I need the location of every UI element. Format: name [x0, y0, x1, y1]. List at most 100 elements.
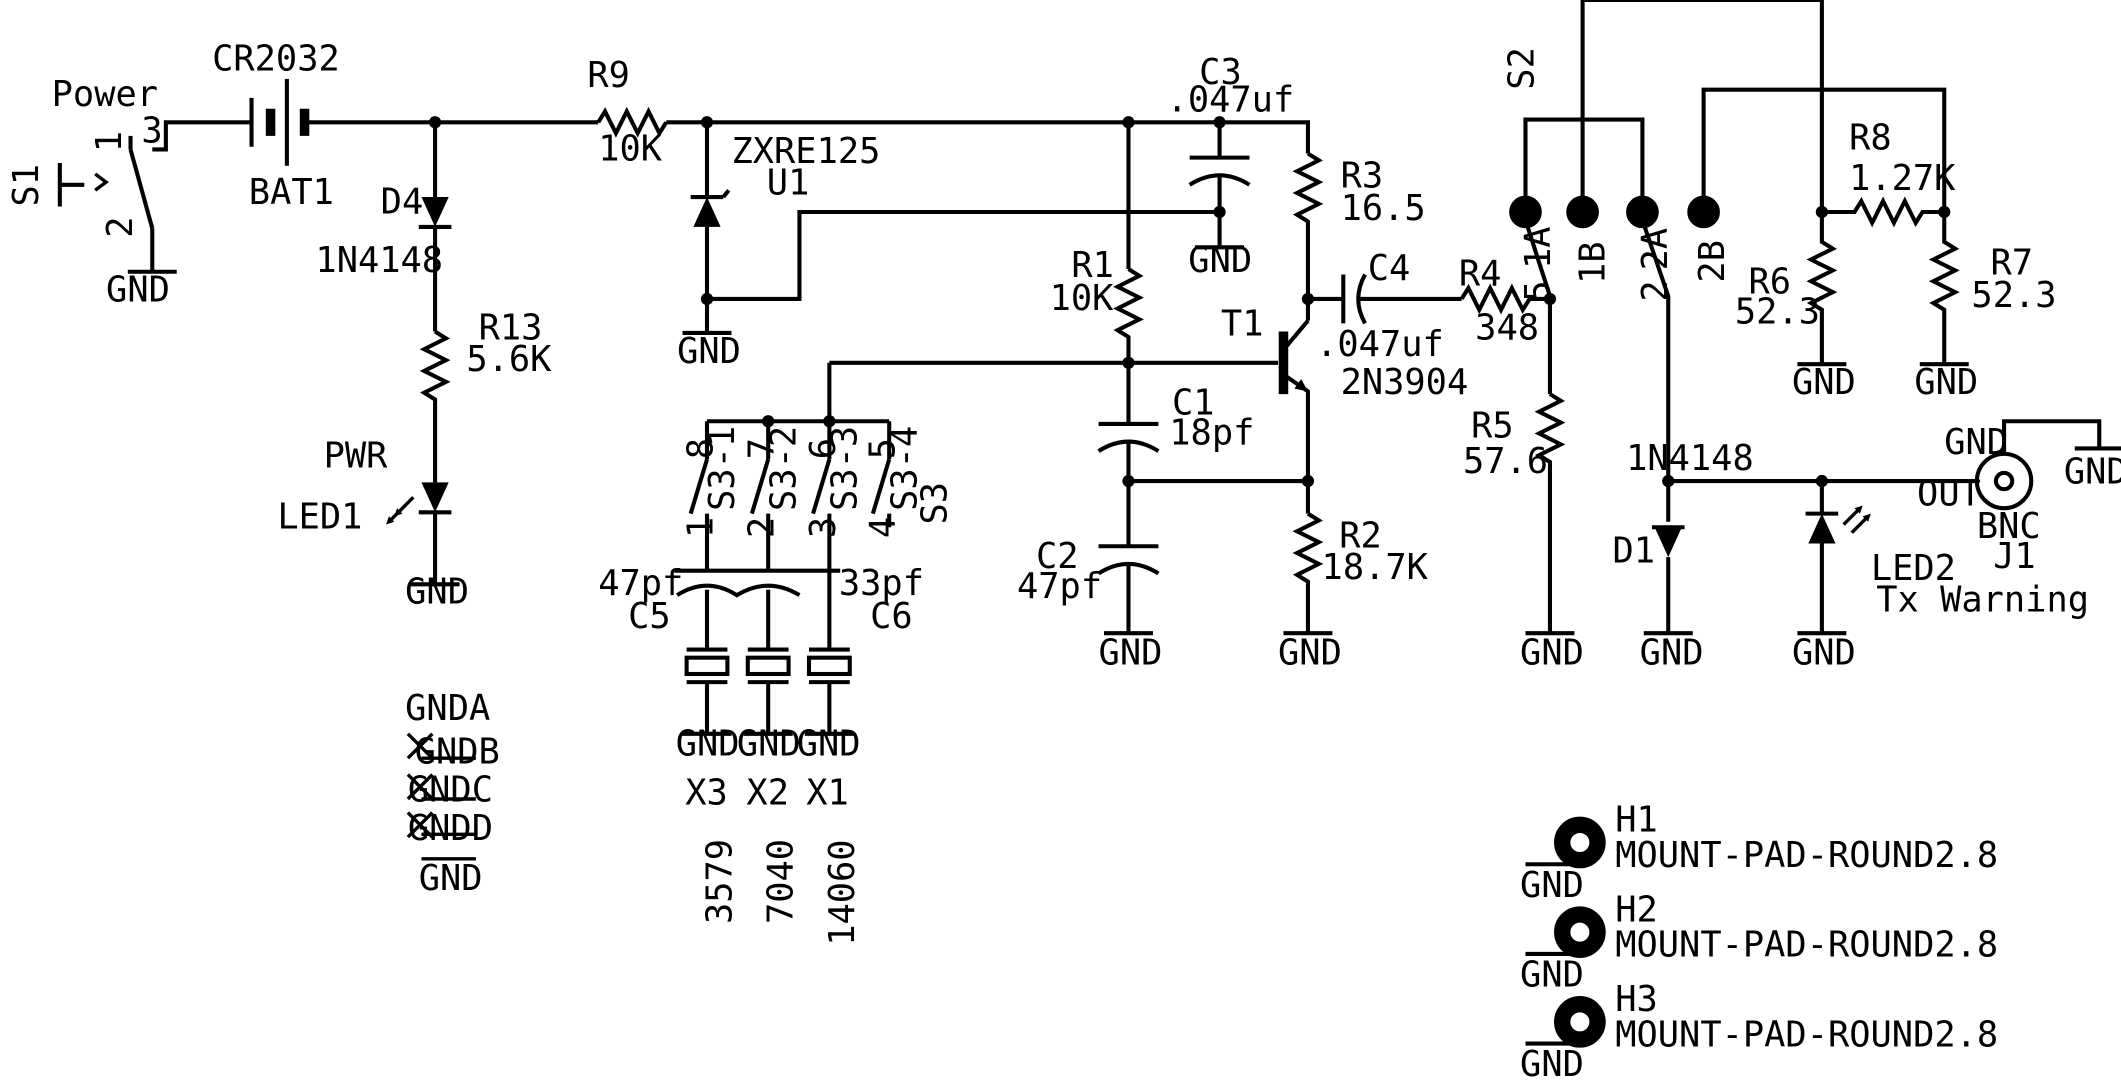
h2-value: MOUNT-PAD-ROUND2.8 — [1615, 925, 1998, 966]
s3-pin-3: 3 — [803, 517, 844, 538]
h3-value: MOUNT-PAD-ROUND2.8 — [1615, 1014, 1998, 1055]
battery-bat1: CR2032 BAT1 — [212, 39, 599, 213]
s3-pin-1: 1 — [680, 517, 721, 538]
mount-pad-h3: H3 MOUNT-PAD-ROUND2.8 GND — [1520, 979, 1998, 1083]
gnd-x3: GND — [676, 724, 740, 765]
c2-name: C2 — [1036, 536, 1079, 577]
s2-pin-2: 2 — [1635, 280, 1676, 301]
h3-name: H3 — [1615, 979, 1658, 1020]
gnd-x1: GND — [797, 724, 861, 765]
crystal-x3-value: 3579 — [699, 839, 740, 924]
s3-name: S3 — [914, 482, 955, 525]
switch-s2-attenuator: S2 1A 1B 2A 2B 5 2 R8 1.27K R6 52.3 R7 5… — [1502, 0, 2057, 522]
gnd-j1: GND — [2064, 452, 2121, 493]
s1-label: S1 — [6, 164, 47, 207]
s3-section-3: S3-3 — [825, 426, 866, 511]
s2-pin-2a: 2A — [1635, 228, 1676, 271]
led2-value: Tx Warning — [1876, 579, 2089, 620]
d4-name: D4 — [381, 181, 424, 222]
gnd-c2: GND — [1099, 632, 1163, 673]
gnda-label: GNDA — [405, 688, 490, 729]
r4-name: R4 — [1459, 253, 1502, 294]
gnd-h2: GND — [1520, 955, 1584, 996]
feedback-caps: C1 18pf C2 47pf R2 18.7K GND GND — [1017, 382, 1429, 673]
led2-name: LED2 — [1871, 548, 1956, 589]
s3-pin-2: 2 — [742, 517, 783, 538]
output-coupling: C4 .047uf R4 348 — [1307, 248, 1550, 365]
gnd-s1: GND — [106, 270, 170, 311]
s3-section-1: S3-1 — [702, 426, 743, 511]
gnd-r7: GND — [1914, 362, 1978, 403]
crystal-x2-name: X2 — [746, 772, 789, 813]
j1-value: BNC — [1977, 506, 2041, 547]
d4-value: 1N4148 — [315, 240, 443, 281]
led1-value: PWR — [324, 435, 389, 476]
mounting-pads: H1 MOUNT-PAD-ROUND2.8 GND H2 MOUNT-PAD-R… — [1520, 800, 1998, 1083]
s3-pin-4: 4 — [863, 517, 904, 538]
r1-name: R1 — [1071, 245, 1114, 286]
s3-pin-8: 8 — [680, 438, 721, 459]
j1-out-label: OUT — [1917, 473, 1981, 514]
gnd-r2: GND — [1278, 632, 1342, 673]
u1-name: U1 — [767, 162, 810, 203]
output-section: R5 57.6 GND 1N4148 D1 GND LED2 Tx Warnin… — [1463, 392, 2121, 673]
regulator-section: R9 10K ZXRE125 U1 GND — [587, 55, 1220, 372]
gnd-r5: GND — [1520, 632, 1584, 673]
gnd-h3: GND — [1520, 1044, 1584, 1083]
crystal-x2-value: 7040 — [761, 839, 802, 924]
r3-value: 16.5 — [1341, 188, 1426, 229]
s3-pin-5: 5 — [863, 438, 904, 459]
c1-value: 18pf — [1169, 412, 1254, 453]
c4-value: .047uf — [1316, 324, 1444, 365]
gnd-stack-label: GND — [419, 858, 483, 899]
gnd-h1: GND — [1520, 865, 1584, 906]
mount-pad-h2: H2 MOUNT-PAD-ROUND2.8 GND — [1520, 889, 1998, 995]
s1-pin3: 3 — [141, 111, 162, 152]
gnd-led2: GND — [1792, 632, 1856, 673]
s3-pin-7: 7 — [742, 438, 783, 459]
r1-value: 10K — [1050, 278, 1115, 319]
s2-pin-1a: 1A — [1518, 227, 1559, 270]
gnd-r6: GND — [1792, 362, 1856, 403]
r8-value: 1.27K — [1849, 158, 1956, 199]
c3-name: C3 — [1199, 52, 1242, 93]
c6-value: 33pf — [839, 563, 924, 604]
j1-gnd-label: GND — [1944, 422, 2008, 463]
led1-name: LED1 — [277, 497, 362, 538]
gndc-label: GNDC — [408, 770, 493, 811]
oscillator-section: C3 .047uf GND R3 16.5 R1 10K T1 2N3904 — [1050, 52, 1469, 514]
r5-name: R5 — [1471, 406, 1514, 447]
gnd-x2: GND — [737, 724, 801, 765]
s3-pin-6: 6 — [803, 438, 844, 459]
c4-name: C4 — [1368, 248, 1411, 289]
crystal-x1-value: 14060 — [822, 839, 863, 945]
r13-name: R13 — [479, 308, 543, 349]
crystal-x3-name: X3 — [685, 772, 728, 813]
s1-pin1: 1 — [89, 131, 130, 152]
r2-name: R2 — [1339, 516, 1382, 557]
ground-labels-misc: GND — [106, 270, 177, 311]
r9-name: R9 — [587, 55, 630, 96]
power-switch-s1: S1 Power 1 3 2 — [6, 74, 252, 272]
ground-symbol-stack: GNDA GNDB GNDC GNDD GND — [405, 688, 500, 899]
r7-name: R7 — [1990, 242, 2033, 283]
crystal-x1-name: X1 — [806, 772, 849, 813]
r3-name: R3 — [1341, 156, 1384, 197]
d1-name: D1 — [1613, 531, 1656, 572]
power-label: Power — [52, 74, 158, 115]
r5-value: 57.6 — [1463, 441, 1548, 482]
r6-name: R6 — [1748, 262, 1791, 303]
r4-value: 348 — [1475, 308, 1539, 349]
c1-name: C1 — [1172, 382, 1215, 423]
t1-value: 2N3904 — [1341, 362, 1469, 403]
s2-pin-1b: 1B — [1572, 241, 1613, 284]
r2-value: 18.7K — [1322, 547, 1429, 588]
power-led-branch: D4 1N4148 R13 5.6K PWR LED1 GND — [277, 116, 552, 612]
c2-value: 47pf — [1017, 566, 1102, 607]
u1-value: ZXRE125 — [731, 131, 880, 172]
c3-value: .047uf — [1167, 79, 1295, 120]
r13-value: 5.6K — [466, 339, 552, 380]
s1-pin2: 2 — [100, 217, 141, 238]
battery-value: CR2032 — [212, 39, 340, 80]
